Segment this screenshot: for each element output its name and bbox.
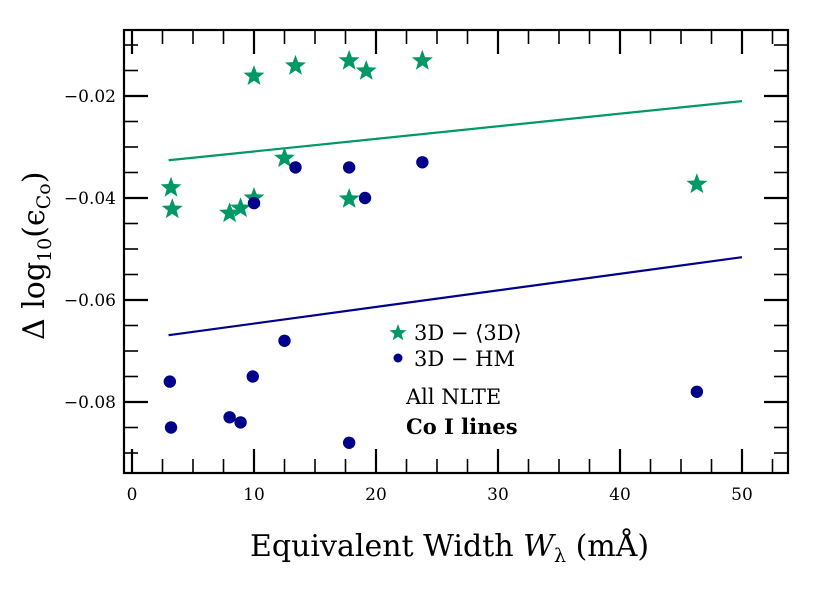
x-tick-label: 20	[365, 485, 387, 505]
circle-data-point	[289, 161, 302, 174]
annotation-nlte: All NLTE	[405, 385, 501, 409]
star-data-point	[230, 197, 252, 218]
minor-ticks	[124, 30, 788, 473]
circle-data-point	[278, 334, 291, 347]
circle-data-point	[690, 385, 704, 398]
legend-label-circle: 3D − HM	[414, 347, 515, 371]
y-tick-label: −0.06	[64, 291, 116, 311]
circle-data-point	[164, 421, 178, 434]
x-axis-title: Equivalent Width Wλ (mÅ)	[250, 528, 649, 567]
circle-marker-icon	[393, 353, 403, 363]
data-markers	[160, 49, 708, 449]
star-data-point	[243, 65, 265, 86]
legend-item-circle: 3D − HM	[393, 347, 515, 371]
fit-line	[168, 100, 743, 162]
circle-data-point	[342, 436, 356, 449]
x-tick-label: 30	[487, 485, 509, 505]
circle-data-point	[342, 161, 356, 174]
fit-line	[168, 256, 743, 337]
x-tick-label: 40	[609, 485, 631, 505]
legend: 3D − ⟨3D⟩ 3D − HM All NLTE Co I lines	[389, 321, 522, 439]
circle-data-point	[234, 416, 247, 429]
star-data-point	[338, 188, 360, 208]
star-data-point	[219, 202, 241, 223]
star-data-point	[411, 49, 433, 70]
star-data-point	[274, 147, 295, 168]
star-data-point	[338, 49, 360, 70]
star-marker-icon	[389, 324, 407, 341]
star-data-point	[355, 60, 377, 80]
star-data-point	[160, 176, 182, 197]
y-tick-label: −0.02	[64, 87, 116, 107]
fit-lines	[168, 100, 743, 337]
star-data-point	[285, 54, 306, 75]
x-tick-label: 50	[731, 485, 753, 505]
y-tick-label: −0.04	[64, 189, 116, 209]
x-tick-label: 10	[243, 485, 265, 505]
major-ticks	[124, 30, 788, 473]
circle-data-point	[247, 196, 261, 210]
circle-data-point	[358, 191, 372, 205]
circle-data-point	[163, 375, 177, 388]
annotation-co-lines: Co I lines	[406, 414, 518, 439]
circle-data-point	[246, 370, 259, 383]
star-data-point	[686, 173, 708, 194]
star-data-point	[161, 198, 183, 219]
circle-data-point	[223, 411, 236, 424]
legend-label-star: 3D − ⟨3D⟩	[414, 321, 522, 345]
tick-labels: 0 10 20 30 40 50 −0.02 −0.04 −0.06 −0.08	[64, 87, 753, 505]
y-axis-title: Δ log10(ϵCo)	[17, 172, 56, 340]
y-tick-label: −0.08	[64, 393, 116, 413]
legend-item-star: 3D − ⟨3D⟩	[389, 321, 522, 345]
circle-data-point	[416, 156, 429, 169]
x-tick-label: 0	[127, 485, 138, 505]
plot-frame	[122, 28, 790, 475]
